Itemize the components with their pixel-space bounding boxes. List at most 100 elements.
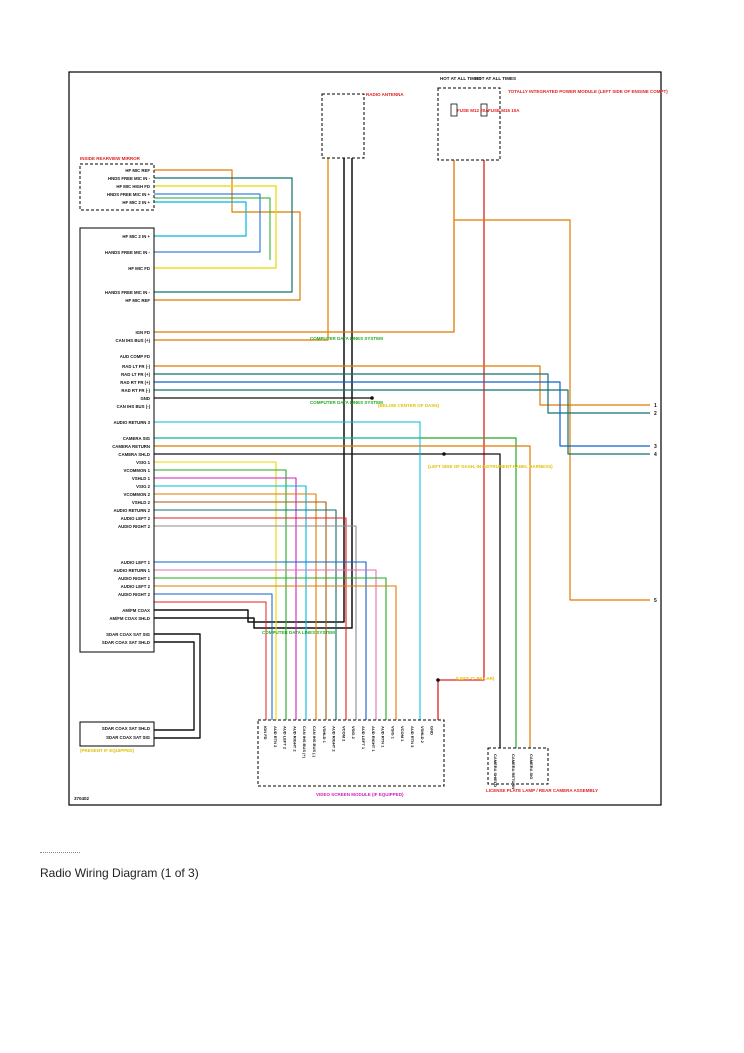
wire-25 xyxy=(154,493,317,720)
wire-35 xyxy=(154,601,267,720)
note-data-lines-3: COMPUTER DATA LINES SYSTEM xyxy=(262,630,335,635)
video-pin-label: VSHLD 2 xyxy=(420,726,425,744)
diagram-code: 370402 xyxy=(74,796,90,801)
mirror-pin-label: HF MIC HIGH FD xyxy=(116,184,150,189)
camera-pin-label: CAMERA RETURN xyxy=(511,754,516,789)
radio-pin-label: AUDIO RETURN 3 xyxy=(113,420,150,425)
wire-26 xyxy=(154,501,327,720)
radio-pin-label: CAMERA SHLD xyxy=(118,452,150,457)
note-data-lines-2: COMPUTER DATA LINES SYSTEM xyxy=(310,400,383,405)
video-pin-label: AUD RTN 3 xyxy=(410,726,415,748)
wire-9 xyxy=(154,160,455,333)
wire-37 xyxy=(154,633,201,739)
wire-22 xyxy=(154,469,287,720)
wire-20 xyxy=(154,421,421,720)
caption-divider xyxy=(40,852,80,853)
radio-pin-label: AUDIO LEFT 2 xyxy=(121,516,151,521)
wire-31 xyxy=(154,569,377,720)
wire-13 xyxy=(154,373,650,414)
radio-pin-label: HF MIC FD xyxy=(128,266,150,271)
camera-assembly-box xyxy=(487,747,549,785)
radio-pin-label: VCOMMON 1 xyxy=(124,468,151,473)
mirror-pin-label: HF MIC 2 IN + xyxy=(122,200,150,205)
video-screen-module-box xyxy=(257,719,445,787)
wire-4 xyxy=(154,201,247,237)
wire-10 xyxy=(437,160,485,720)
note-data-lines-1: COMPUTER DATA LINES SYSTEM xyxy=(310,336,383,341)
wire-29 xyxy=(154,525,357,720)
radio-pin-label: AUDIO LEFT 1 xyxy=(121,560,151,565)
radio-pin-label: RAD RT FR (+) xyxy=(120,380,150,385)
radio-pin-label: SDAR COAX SAT SHLD xyxy=(102,640,150,645)
note-if-equipped: (PRESENT IF EQUIPPED) xyxy=(80,748,135,753)
mirror-pin-label: HNDS FREE MIC IN + xyxy=(107,192,151,197)
radio-pin-label: RAD LT FR (-) xyxy=(122,364,150,369)
diagram-frame xyxy=(68,71,662,806)
radio-pin-label: CAN IHS BUS (+) xyxy=(116,338,151,343)
video-pin-label: VSIG 2 xyxy=(351,726,356,740)
video-pin-label: AUD LEFT 2 xyxy=(283,726,288,750)
wire-23 xyxy=(154,477,297,720)
radio-pin-label: CAMERA RETURN xyxy=(112,444,150,449)
wire-30 xyxy=(154,561,367,720)
figure-caption: Radio Wiring Diagram (1 of 3) xyxy=(40,866,199,880)
radio-pin-label: AUDIO RIGHT 2 xyxy=(118,592,151,597)
sdar-pin-label: SDAR COAX SAT SHLD xyxy=(102,726,150,731)
radio-pin-label: AUDIO RETURN 1 xyxy=(113,568,150,573)
wire-32 xyxy=(154,577,387,720)
offpage-ref: 5 xyxy=(654,598,657,604)
fuse-label-2: FUSE M15 10A xyxy=(488,108,520,113)
license-plate-label: LICENSE PLATE LAMP / REAR CAMERA ASSEMBL… xyxy=(486,788,598,793)
radio-pin-label: RAD RT FR (-) xyxy=(121,388,150,393)
wire-layer xyxy=(154,103,650,748)
wire-15 xyxy=(154,389,650,455)
video-pin-label: VSIG 1 xyxy=(390,726,395,740)
wire-28 xyxy=(154,517,347,720)
video-pin-label: AUD RIGHT 2 xyxy=(332,726,337,752)
sdar-box xyxy=(79,721,155,747)
wire-21 xyxy=(154,461,277,720)
wire-34 xyxy=(154,593,273,720)
radio-pin-label: GND xyxy=(140,396,150,401)
camera-pin-label: CAMERA SHIELD xyxy=(493,754,498,787)
video-pin-label: AUD RIGHT 1 xyxy=(371,726,376,752)
radio-pin-label: AUDIO RETURN 2 xyxy=(113,508,150,513)
radio-pin-label: HANDS FREE MIC IN - xyxy=(105,290,151,295)
radio-box xyxy=(79,227,155,653)
wire-19 xyxy=(154,453,501,748)
sdar-pin-label: SDAR COAX SAT SIG xyxy=(106,735,151,740)
mirror-label: INSIDE REARVIEW MIRROR xyxy=(80,156,141,161)
radio-pin-label: VSHLD 2 xyxy=(132,500,151,505)
radio-pin-label: VSHLD 1 xyxy=(132,476,151,481)
camera-pin-label: CAMERA SIG xyxy=(529,754,534,779)
radio-pin-label: AM/FM COAX SHLD xyxy=(109,616,150,621)
video-pin-label: CAN IHS BUS (-) xyxy=(312,726,317,758)
fuse-label-1: FUSE M12 20A xyxy=(457,108,489,113)
radio-antenna-label: RADIO ANTENNA xyxy=(366,92,404,97)
radio-pin-label: VSIG 2 xyxy=(136,484,150,489)
ground-splice xyxy=(370,396,374,400)
wire-3 xyxy=(154,193,261,253)
mirror-box xyxy=(79,163,155,211)
c-pillar-ground xyxy=(436,678,440,682)
offpage-ref: 4 xyxy=(654,452,657,458)
video-pin-label: AUD LEFT 1 xyxy=(361,726,366,750)
radio-pin-label: AM/FM COAX xyxy=(122,608,150,613)
video-pin-label: GND xyxy=(430,726,435,735)
note-left-side-dash: (LEFT SIDE OF DASH, IN INSTRUMENT PANEL … xyxy=(428,464,553,469)
radio-pin-label: SDAR COAX SAT SIG xyxy=(106,632,151,637)
radio-pin-label: CAMERA SIG xyxy=(123,436,151,441)
radio-pin-label: CAN IHS BUS (-) xyxy=(117,404,151,409)
wire-11 xyxy=(454,219,650,601)
power-module-box xyxy=(437,87,501,161)
wire-14 xyxy=(154,381,650,447)
wire-18 xyxy=(154,445,531,748)
wire-33 xyxy=(154,585,397,720)
wire-7 xyxy=(154,158,353,629)
radio-antenna-box xyxy=(321,93,365,159)
radio-pin-label: AUDIO LEFT 2 xyxy=(121,584,151,589)
video-pin-label: VSHLD 1 xyxy=(322,726,327,744)
hot-at-all-times-label-2: HOT AT ALL TIMES xyxy=(475,76,516,81)
video-pin-label: AUD RTN 2 xyxy=(273,726,278,748)
